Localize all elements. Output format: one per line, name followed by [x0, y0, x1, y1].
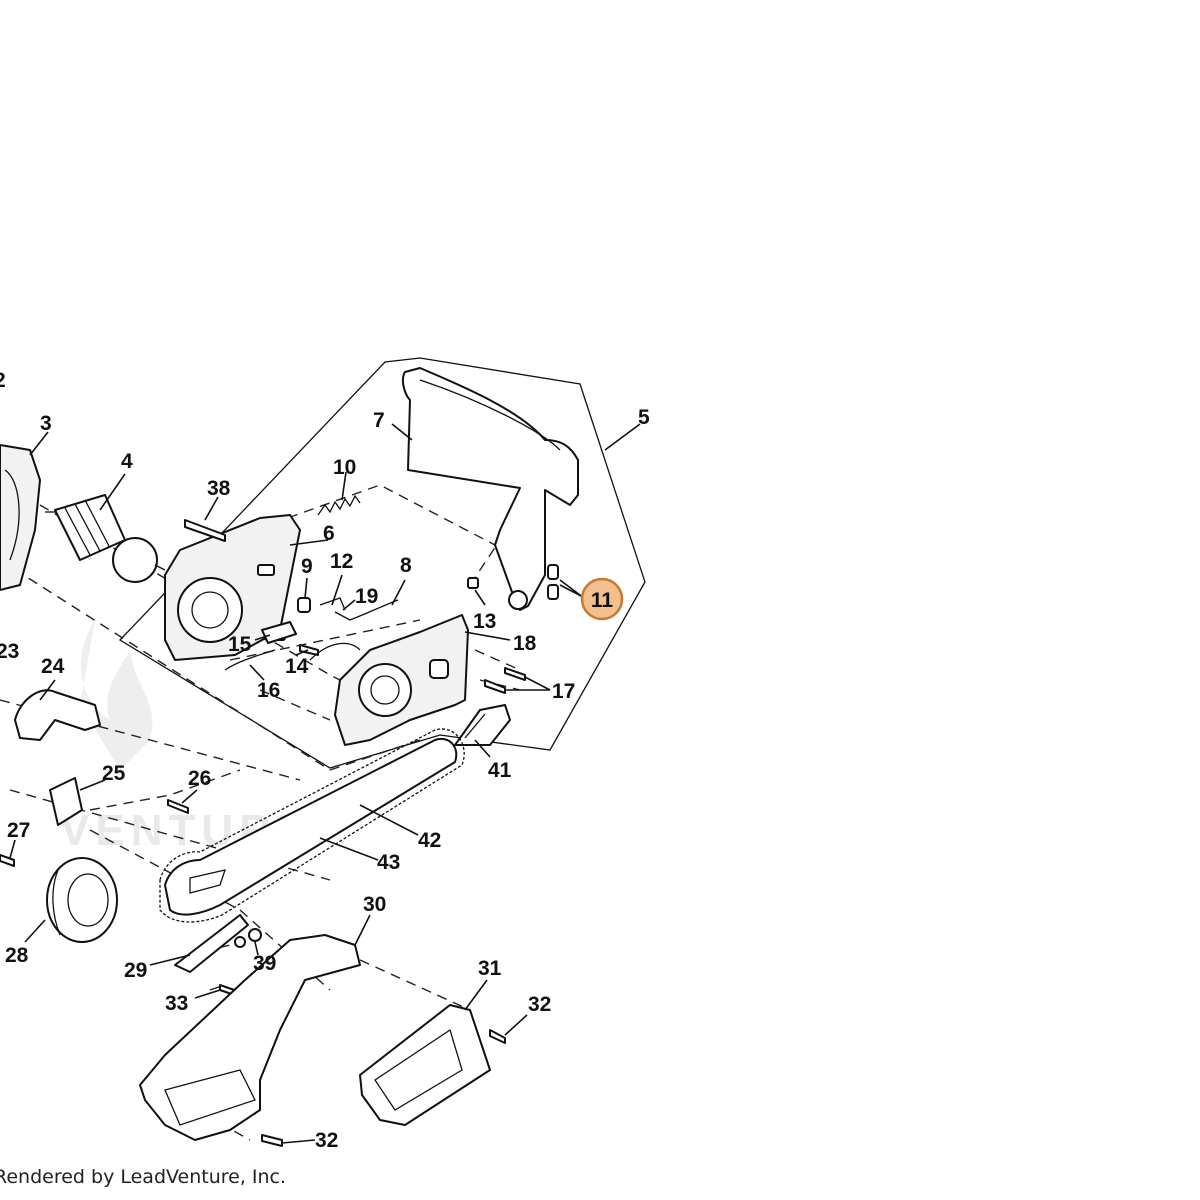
part-43-chain	[159, 728, 465, 923]
callout-label-32-upper[interactable]: 32	[528, 993, 551, 1016]
callout-label-23[interactable]: 23	[0, 640, 19, 663]
callout-label-38[interactable]: 38	[207, 477, 231, 500]
leader-lines	[9, 423, 641, 1144]
callout-label-25[interactable]: 25	[102, 762, 126, 785]
highlight-circle[interactable]	[580, 577, 624, 621]
part-30-side-cover	[139, 934, 361, 1141]
callout-label-7[interactable]: 7	[373, 409, 385, 432]
callout-label-17[interactable]: 17	[552, 680, 575, 703]
callout-label-11[interactable]: 11	[591, 589, 614, 612]
callout-label-29[interactable]: 29	[124, 959, 147, 982]
part-27-pin	[0, 854, 15, 867]
part-7-handle	[401, 367, 579, 611]
part-18-gear-cover	[309, 577, 526, 746]
callout-label-41[interactable]: 41	[488, 759, 512, 782]
callout-label-27[interactable]: 27	[7, 819, 30, 842]
callout-label-33[interactable]: 33	[165, 992, 188, 1015]
part-31-plate	[359, 1004, 491, 1126]
highlight-callout-11[interactable]: 11	[580, 577, 624, 621]
callout-label-8[interactable]: 8	[400, 554, 412, 577]
callout-label-26[interactable]: 26	[188, 767, 211, 790]
part-42-bar	[164, 737, 458, 916]
part-4-armature	[45, 494, 166, 583]
callout-label-42[interactable]: 42	[418, 829, 441, 852]
callout-label-43[interactable]: 43	[377, 851, 400, 874]
callout-label-2[interactable]: 2	[0, 369, 6, 392]
footer-credit: Rendered by LeadVenture, Inc.	[0, 1166, 287, 1188]
callout-label-12[interactable]: 12	[330, 550, 353, 573]
callout-label-16[interactable]: 16	[257, 679, 280, 702]
callout-label-18[interactable]: 18	[513, 632, 537, 655]
callout-label-4[interactable]: 4	[121, 450, 133, 473]
part-26-screw	[167, 799, 189, 814]
callout-label-30[interactable]: 30	[363, 893, 386, 916]
callout-label-13[interactable]: 13	[473, 610, 496, 633]
callout-label-28[interactable]: 28	[5, 944, 29, 967]
callout-label-14[interactable]: 14	[285, 655, 309, 678]
part-32-screws	[261, 1029, 506, 1147]
callout-label-39[interactable]: 39	[253, 952, 276, 975]
callout-label-24[interactable]: 24	[41, 655, 65, 678]
assembly-outline	[118, 357, 646, 769]
callout-label-9[interactable]: 9	[301, 555, 313, 578]
callout-label-3[interactable]: 3	[40, 412, 52, 435]
part-25-bracket	[49, 777, 83, 826]
callout-label-31[interactable]: 31	[478, 957, 502, 980]
callout-labels: 2 3 4 5 6 7 8 9 10 12 13 14 15 16 17 18 …	[0, 369, 650, 1152]
callout-label-6[interactable]: 6	[323, 522, 335, 545]
callout-label-5[interactable]: 5	[638, 406, 650, 429]
part-28-sprocket	[46, 857, 118, 943]
part-41-plate	[454, 704, 511, 746]
callout-label-19[interactable]: 19	[355, 585, 378, 608]
callout-label-10[interactable]: 10	[333, 456, 356, 479]
part-24-lever	[14, 689, 101, 741]
part-6-housing	[164, 494, 399, 671]
part-3-stator	[0, 444, 41, 591]
callout-label-15[interactable]: 15	[228, 633, 252, 656]
callout-label-32-lower[interactable]: 32	[315, 1129, 338, 1152]
part-29-plate	[174, 914, 262, 973]
